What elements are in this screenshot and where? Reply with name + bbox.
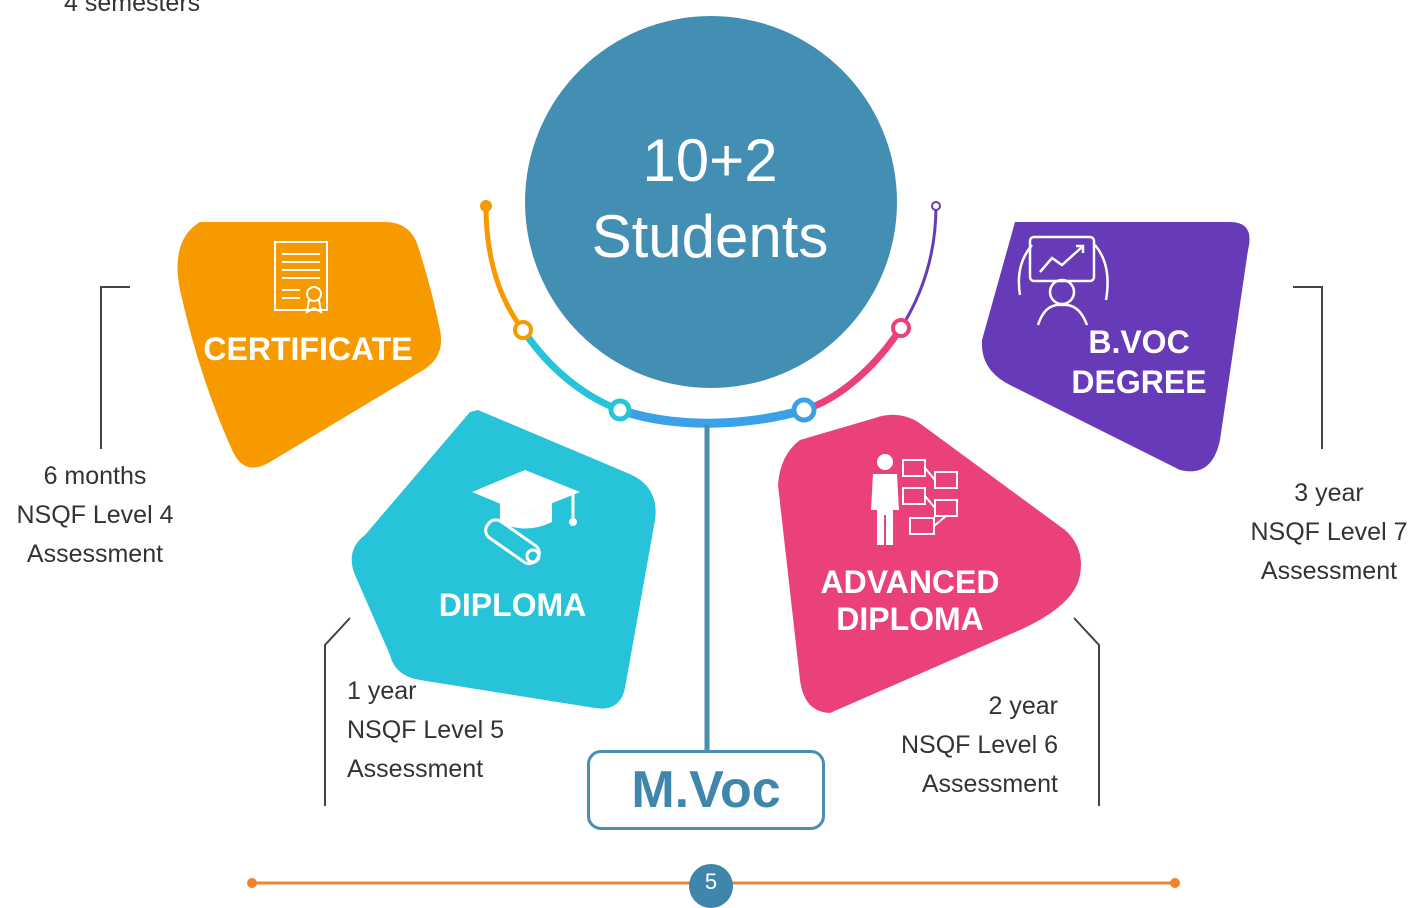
bvoc-info-duration: 3 year xyxy=(1294,479,1364,507)
advanced-diploma-label-line2: DIPLOMA xyxy=(836,601,984,637)
bvoc-bracket xyxy=(1293,286,1323,449)
arc-dot-purple-end xyxy=(931,201,941,211)
center-title-line1: 10+2 xyxy=(642,127,778,194)
advanced-diploma-label-line1: ADVANCED xyxy=(820,564,1000,600)
analytics-user-icon xyxy=(1017,235,1109,326)
arc-purple xyxy=(899,205,938,329)
certificate-info-level: NSQF Level 4 xyxy=(16,501,174,529)
diploma-info-duration: 1 year xyxy=(347,677,417,705)
certificate-info-duration: 6 months xyxy=(43,462,147,490)
graduation-cap-diploma-icon xyxy=(472,470,580,566)
diploma-label: DIPLOMA xyxy=(438,587,587,623)
bvoc-label-line1: B.VOC xyxy=(1088,324,1190,360)
mvoc-box: M.Voc xyxy=(587,750,825,830)
bvoc-info-level: NSQF Level 7 xyxy=(1250,518,1408,546)
diploma-bracket xyxy=(324,617,351,806)
bvoc-label-line2: DEGREE xyxy=(1071,364,1207,400)
advanced-diploma-shape xyxy=(778,414,1081,713)
arc-dot-blue xyxy=(791,397,817,423)
bvoc-info-assessment: Assessment xyxy=(1260,557,1398,585)
advanced-diploma-info-level: NSQF Level 6 xyxy=(900,731,1058,759)
bvoc-shape xyxy=(981,222,1250,472)
certificate-shape xyxy=(177,222,442,468)
page-number-badge: 5 xyxy=(689,864,733,908)
mvoc-label: M.Voc xyxy=(631,761,781,819)
certificate-icon xyxy=(274,241,328,314)
diploma-info-assessment: Assessment xyxy=(347,755,484,783)
center-circle xyxy=(525,16,897,388)
certificate-info-assessment: Assessment xyxy=(26,540,164,568)
certificate-label: CERTIFICATE xyxy=(203,331,413,367)
diploma-info-level: NSQF Level 5 xyxy=(347,716,505,744)
center-title-line2: Students xyxy=(591,203,829,270)
top-note: 4 semesters xyxy=(64,0,201,17)
page-number: 5 xyxy=(704,869,718,894)
advanced-diploma-info-duration: 2 year xyxy=(988,692,1058,720)
arc-pink xyxy=(802,326,904,414)
timeline-dot-left xyxy=(247,878,257,888)
advanced-diploma-bracket xyxy=(1073,617,1100,806)
timeline-dot-right xyxy=(1170,878,1180,888)
arc-orange xyxy=(483,205,525,332)
arc-dot-orange xyxy=(513,320,533,340)
arc-dot-pink xyxy=(891,318,911,338)
advanced-diploma-info-assessment: Assessment xyxy=(921,770,1058,798)
arc-teal xyxy=(520,328,622,414)
arc-dot-teal xyxy=(608,398,632,422)
diploma-shape xyxy=(351,410,656,709)
certificate-bracket xyxy=(100,286,130,449)
arc-dot-orange-end xyxy=(480,200,492,212)
presenter-flowchart-icon xyxy=(871,454,958,545)
arc-blue xyxy=(618,405,806,428)
